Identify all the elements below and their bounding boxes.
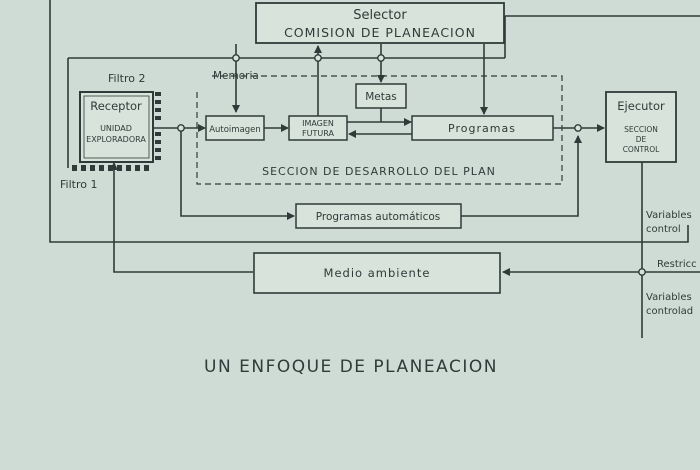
autoimagen-block: Autoimagen: [205, 115, 265, 141]
imagen-futura-block: IMAGEN FUTURA: [288, 115, 348, 141]
medio-ambiente-block: Medio ambiente: [253, 252, 501, 294]
medio-ambiente-label: Medio ambiente: [324, 266, 431, 280]
selector-subtitle: COMISION DE PLANEACION: [284, 25, 476, 40]
imagen-futura-line-1: IMAGEN: [302, 119, 334, 128]
ejecutor-title: Ejecutor: [617, 99, 665, 113]
receptor-sub-1: UNIDAD: [100, 124, 132, 133]
ejecutor-sub-1: SECCION: [624, 125, 658, 134]
ejecutor-sub-3: CONTROL: [623, 145, 660, 154]
imagen-futura-line-2: FUTURA: [302, 129, 334, 138]
variables-controladas-line-1: Variables: [646, 292, 692, 303]
variables-controladas-line-2: controlad: [646, 306, 693, 317]
metas-block: Metas: [355, 83, 407, 109]
receptor-sub-2: EXPLORADORA: [86, 135, 146, 144]
selector-block: Selector COMISION DE PLANEACION: [255, 2, 505, 44]
ejecutor-block: Ejecutor SECCION DE CONTROL: [605, 91, 677, 163]
diagram-caption: UN ENFOQUE DE PLANEACION: [204, 357, 498, 377]
ejecutor-sub-2: DE: [636, 135, 647, 144]
seccion-desarrollo-label: SECCION DE DESARROLLO DEL PLAN: [262, 165, 496, 178]
filtro-2-label: Filtro 2: [108, 72, 145, 85]
programas-automaticos-label: Programas automáticos: [316, 211, 441, 223]
variables-control-line-1: Variables: [646, 210, 692, 221]
filtro-1-label: Filtro 1: [60, 178, 97, 191]
filter-1-hatch: [72, 165, 149, 171]
memoria-label: Memoria: [213, 70, 259, 82]
receptor-title: Receptor: [90, 99, 142, 113]
receptor-block: Receptor UNIDAD EXPLORADORA: [79, 91, 154, 163]
programas-block: Programas: [411, 115, 554, 141]
filter-2-hatch: [155, 92, 161, 160]
programas-label: Programas: [448, 122, 516, 135]
junction-nodes: [177, 54, 646, 276]
development-section-boundary: [196, 75, 563, 185]
metas-label: Metas: [365, 91, 397, 103]
selector-title: Selector: [353, 8, 407, 23]
connector-lines: [49, 0, 700, 338]
programas-automaticos-block: Programas automáticos: [295, 203, 462, 229]
autoimagen-label: Autoimagen: [209, 125, 261, 135]
restricciones-label: Restricc: [657, 259, 697, 270]
variables-control-line-2: control: [646, 224, 681, 235]
